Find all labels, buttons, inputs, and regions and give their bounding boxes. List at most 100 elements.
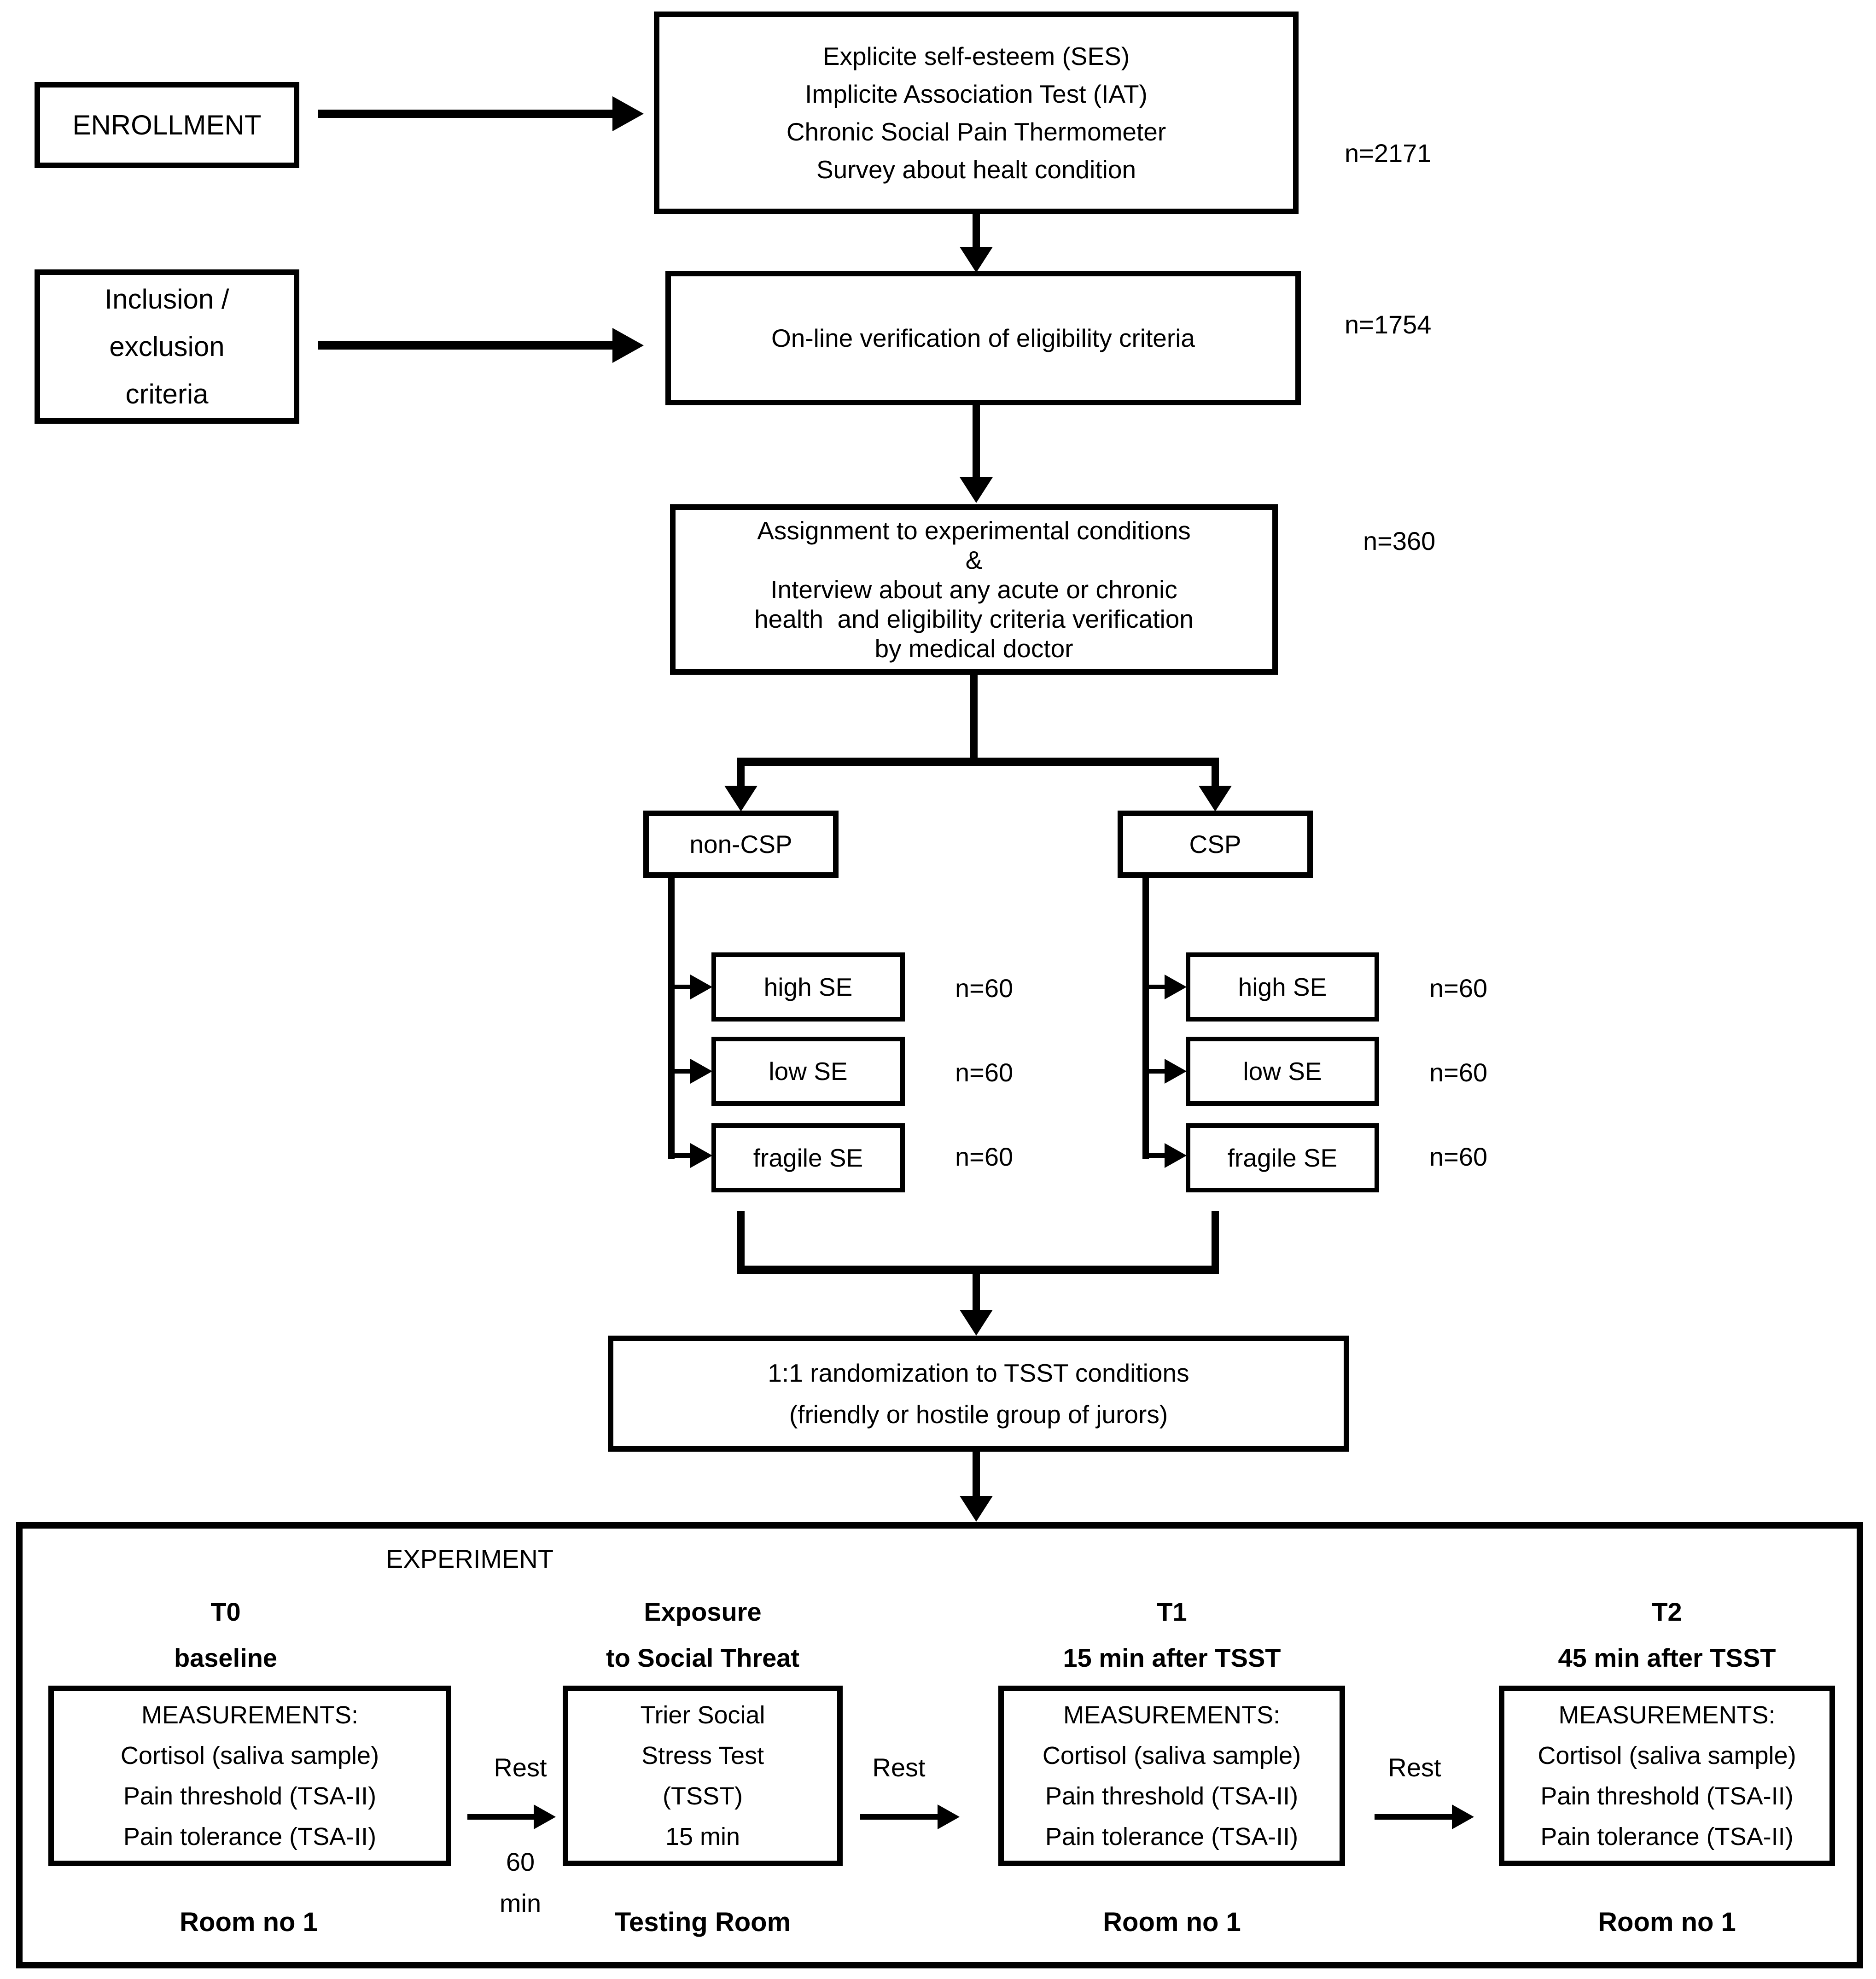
randomization-to-experiment-arrow-icon — [960, 1496, 993, 1522]
online-verification-box: On-line verification of eligibility crit… — [665, 271, 1301, 405]
branch-left-shaft — [737, 766, 745, 788]
se-arrow-shaft — [675, 1069, 693, 1074]
rest-arrow-icon-2 — [938, 1804, 960, 1829]
se-arrow-icon — [690, 1059, 712, 1084]
online-to-assignment-shaft — [973, 405, 980, 478]
branch-bar — [737, 758, 1219, 766]
n-screening: n=2171 — [1345, 139, 1432, 168]
branch-stem — [970, 675, 978, 758]
se-arrow-icon — [690, 975, 712, 999]
merge-arrow-shaft — [973, 1274, 980, 1312]
measurements-line: Pain tolerance (TSA-II) — [1045, 1823, 1299, 1851]
csp-box: CSP — [1118, 811, 1313, 878]
csp-spine — [1142, 878, 1149, 1159]
branch-right-arrow-icon — [1199, 786, 1232, 811]
screening-to-online-arrow-icon — [960, 247, 993, 273]
branch-right-shaft — [1212, 766, 1219, 788]
measurements-line: Pain threshold (TSA-II) — [1045, 1782, 1299, 1810]
randomization-line-2: (friendly or hostile group of jurors) — [789, 1400, 1168, 1429]
rest-label-2: Rest — [872, 1753, 926, 1782]
branch-left-arrow-icon — [724, 786, 757, 811]
stage-header-t1-line2: 15 min after TSST — [1063, 1643, 1281, 1672]
measurements-line: Pain threshold (TSA-II) — [123, 1782, 377, 1810]
assignment-line-3: Interview about any acute or chronic — [770, 575, 1177, 604]
n-se: n=60 — [955, 974, 1014, 1003]
n-se: n=60 — [955, 1058, 1014, 1087]
online-to-assignment-arrow-icon — [960, 477, 993, 503]
screening-line-4: Survey about healt condition — [816, 155, 1136, 184]
tsst-box: Trier Social Stress Test (TSST) 15 min — [563, 1686, 843, 1866]
tsst-line: 15 min — [665, 1823, 740, 1851]
rest-arrow-icon-1 — [534, 1804, 556, 1829]
randomization-box: 1:1 randomization to TSST conditions (fr… — [608, 1336, 1349, 1452]
inclusion-exclusion-box: Inclusion / exclusion criteria — [35, 269, 299, 424]
inclusion-line-3: criteria — [125, 379, 209, 409]
measurements-line: Pain threshold (TSA-II) — [1540, 1782, 1794, 1810]
merge-arrow-icon — [960, 1310, 993, 1336]
randomization-line-1: 1:1 randomization to TSST conditions — [768, 1359, 1189, 1387]
se-arrow-icon — [690, 1143, 712, 1168]
measurements-line: Cortisol (saliva sample) — [120, 1742, 379, 1769]
se-box-right-low: low SE — [1186, 1037, 1379, 1106]
rest-arrow-shaft-3 — [1375, 1814, 1454, 1820]
se-label: high SE — [763, 973, 853, 1001]
se-box-left-fragile: fragile SE — [711, 1123, 905, 1192]
stage-header-exposure-line1: Exposure — [644, 1597, 762, 1626]
n-assignment: n=360 — [1363, 526, 1436, 555]
screening-line-3: Chronic Social Pain Thermometer — [786, 117, 1166, 146]
enrollment-label: ENROLLMENT — [72, 109, 262, 140]
se-arrow-shaft — [1149, 985, 1167, 989]
tsst-line: Stress Test — [641, 1742, 764, 1769]
n-se: n=60 — [1429, 974, 1488, 1003]
measurements-box-t0: MEASUREMENTS: Cortisol (saliva sample) P… — [48, 1686, 451, 1866]
stage-header-t2-line2: 45 min after TSST — [1558, 1643, 1776, 1672]
stage-header-exposure-line2: to Social Threat — [606, 1643, 800, 1672]
experiment-title: EXPERIMENT — [385, 1544, 554, 1573]
tsst-line: Trier Social — [640, 1701, 765, 1729]
se-label: fragile SE — [753, 1144, 863, 1172]
merge-right-stub — [1212, 1211, 1219, 1266]
se-label: low SE — [1243, 1057, 1322, 1086]
inclusion-line-2: exclusion — [109, 331, 225, 362]
merge-left-stub — [737, 1211, 745, 1266]
rest-arrow-shaft-2 — [860, 1814, 939, 1820]
n-se: n=60 — [1429, 1058, 1488, 1087]
inclusion-line-1: Inclusion / — [105, 284, 229, 315]
measurements-line: Cortisol (saliva sample) — [1538, 1742, 1796, 1769]
assignment-box: Assignment to experimental conditions & … — [670, 504, 1278, 675]
non-csp-spine — [668, 878, 675, 1159]
se-box-right-high: high SE — [1186, 952, 1379, 1022]
se-arrow-shaft — [675, 985, 693, 989]
online-verification-label: On-line verification of eligibility crit… — [771, 324, 1195, 352]
measurements-box-t2: MEASUREMENTS: Cortisol (saliva sample) P… — [1499, 1686, 1835, 1866]
screening-to-online-shaft — [973, 214, 980, 251]
tsst-line: (TSST) — [663, 1782, 743, 1810]
rest-min-label: min — [499, 1889, 542, 1918]
se-box-left-high: high SE — [711, 952, 905, 1022]
room-label-t0: Room no 1 — [180, 1907, 318, 1937]
assignment-line-2: & — [965, 546, 983, 574]
se-label: high SE — [1238, 973, 1327, 1001]
measurements-line: MEASUREMENTS: — [1063, 1701, 1281, 1729]
se-arrow-shaft — [1149, 1153, 1167, 1158]
merge-bar — [737, 1266, 1219, 1274]
stage-header-t0-line2: baseline — [174, 1643, 278, 1672]
screening-line-1: Explicite self-esteem (SES) — [822, 42, 1130, 70]
rest-arrow-icon-3 — [1452, 1804, 1474, 1829]
measurements-line: Pain tolerance (TSA-II) — [123, 1823, 377, 1851]
room-label-exposure: Testing Room — [614, 1907, 791, 1937]
randomization-to-experiment-shaft — [973, 1452, 980, 1498]
assignment-line-1: Assignment to experimental conditions — [757, 516, 1191, 545]
enrollment-arrow-shaft — [318, 110, 612, 118]
n-online: n=1754 — [1345, 310, 1432, 339]
enrollment-box: ENROLLMENT — [35, 82, 299, 168]
assignment-line-4: health and eligibility criteria verifica… — [754, 605, 1194, 633]
rest-label-3: Rest — [1388, 1753, 1441, 1782]
stage-header-t0-line1: T0 — [210, 1597, 241, 1626]
se-arrow-icon — [1165, 975, 1187, 999]
se-arrow-shaft — [675, 1153, 693, 1158]
rest-arrow-shaft-1 — [467, 1814, 536, 1820]
non-csp-label: non-CSP — [689, 830, 792, 858]
n-se: n=60 — [955, 1142, 1014, 1171]
